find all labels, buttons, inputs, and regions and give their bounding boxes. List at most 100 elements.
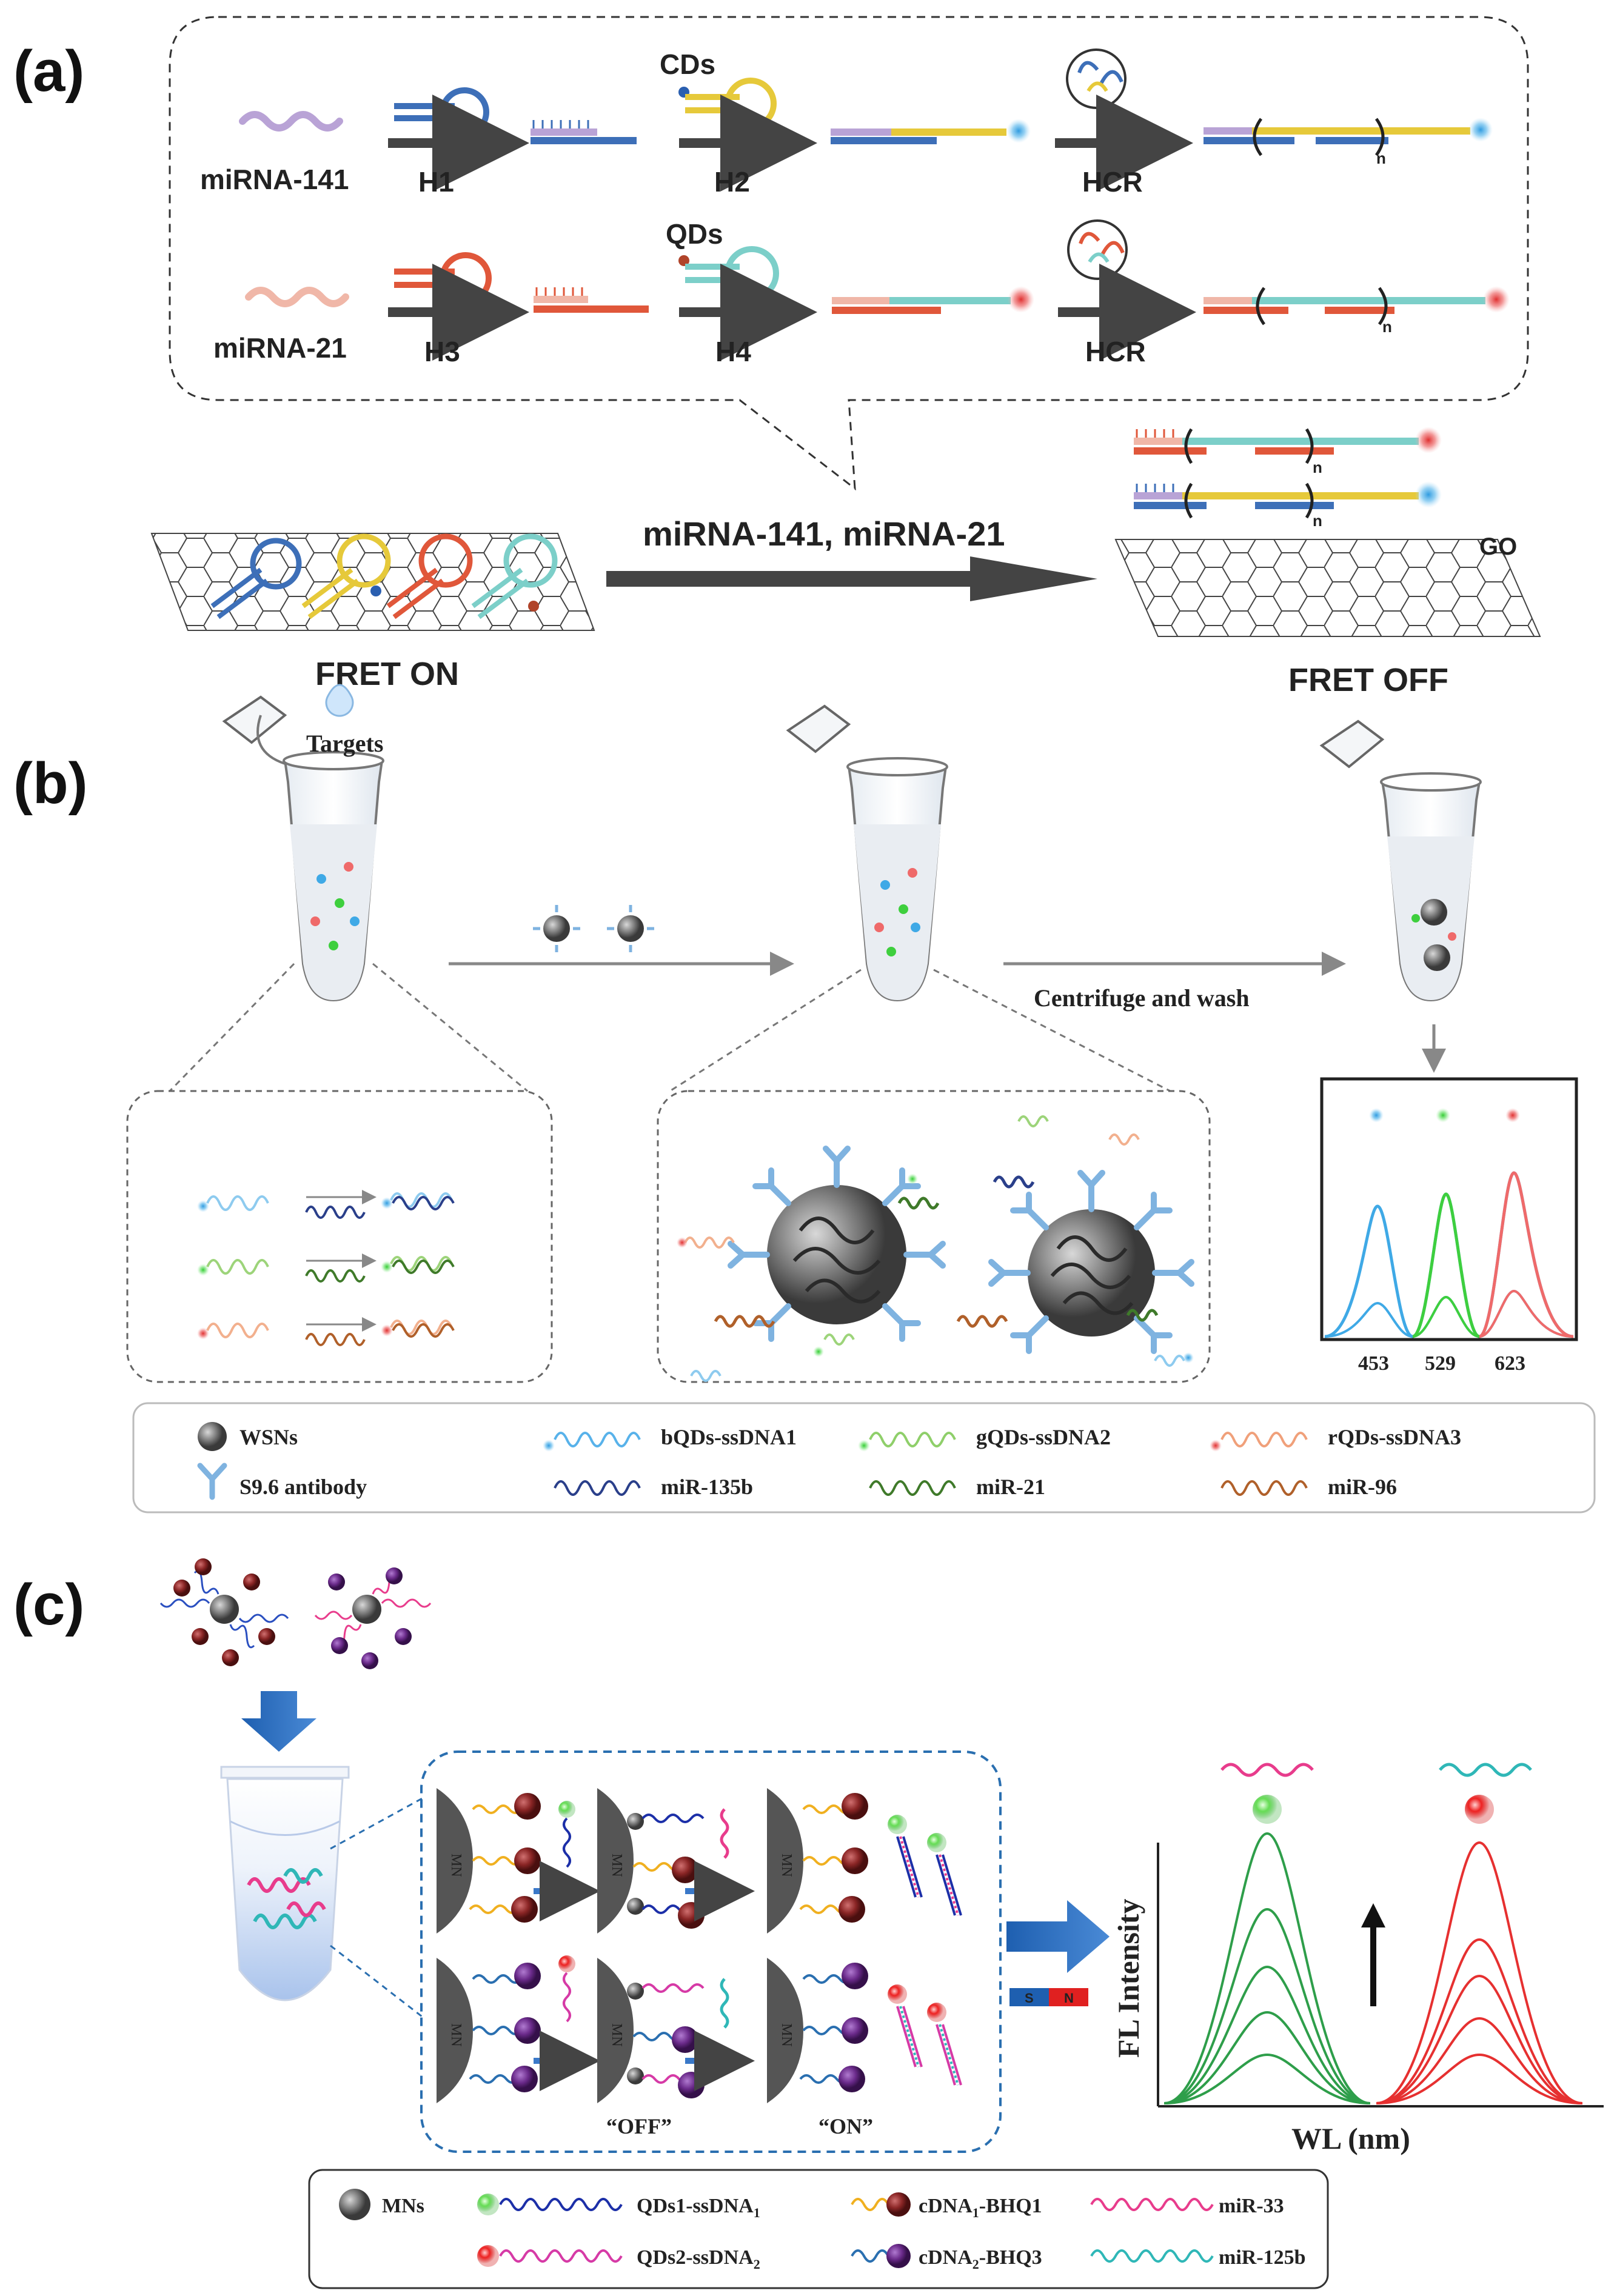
hcr-product-21 xyxy=(1204,286,1510,325)
hairpin-h1 xyxy=(394,87,490,137)
duplex-141-h1 xyxy=(531,120,637,144)
mn-row-2: MN MN xyxy=(437,1955,962,2103)
svg-text:miR-21: miR-21 xyxy=(976,1475,1045,1499)
zoom-lines-1 xyxy=(169,963,528,1092)
mn-probes-cluster xyxy=(159,1558,432,1669)
green-curves xyxy=(1163,1832,1371,2104)
mirna-21-strand xyxy=(245,287,349,307)
svg-text:miR-33: miR-33 xyxy=(1219,2195,1284,2217)
hcr-cycle-1 xyxy=(1066,48,1127,109)
legend-b-item-wsns: WSNs xyxy=(198,1422,298,1451)
zoom-lines-c xyxy=(330,1796,425,2020)
duplex-141-h2 xyxy=(831,119,1031,144)
off-label: “OFF” xyxy=(606,2114,672,2138)
hairpin-h4 xyxy=(685,246,780,301)
svg-text:rQDs-ssDNA3: rQDs-ssDNA3 xyxy=(1328,1425,1461,1449)
legend-c-item-mns: MNs xyxy=(339,2189,424,2220)
mirna-141-label: miRNA-141 xyxy=(200,164,349,195)
magnet-n: N xyxy=(1064,1991,1074,2006)
mirna-141-strand xyxy=(239,111,343,132)
svg-text:MN: MN xyxy=(609,2023,624,2047)
spectrum-box xyxy=(1320,1077,1578,1341)
legend-b-item-mir135b: miR-135b xyxy=(554,1475,753,1499)
fl-intensity-label: FL Intensity xyxy=(1111,1898,1145,2058)
go-label: GO xyxy=(1479,533,1517,560)
svg-text:MN: MN xyxy=(778,2023,794,2047)
hcr-n-2: n xyxy=(1382,318,1392,336)
hcr-product-141 xyxy=(1204,118,1493,156)
reaction-bubble xyxy=(169,16,1529,491)
tube-c xyxy=(220,1766,350,2001)
legend-b-item-rqds: rQDs-ssDNA3 xyxy=(1210,1425,1461,1452)
panel-a: (a) miRNA-141 H1 CDs H2 xyxy=(13,16,1541,698)
panel-c-label: (c) xyxy=(13,1572,84,1637)
svg-text:MN: MN xyxy=(609,1854,624,1877)
svg-text:MN: MN xyxy=(448,1854,464,1877)
svg-text:cDNA2-BHQ3: cDNA2-BHQ3 xyxy=(919,2246,1042,2272)
fl-spectrum-chart xyxy=(1157,1763,1604,2107)
tube-1 xyxy=(222,695,384,1002)
panel-a-label: (a) xyxy=(13,39,84,104)
svg-text:miR-96: miR-96 xyxy=(1328,1475,1397,1499)
legend-c-item-cdna1: cDNA1-BHQ1 xyxy=(851,2192,1042,2220)
legend-b-item-mir96: miR-96 xyxy=(1220,1475,1397,1499)
probes-on-graphene xyxy=(210,533,558,619)
panel-b: (b) Targets xyxy=(13,684,1596,1513)
svg-text:gQDs-ssDNA2: gQDs-ssDNA2 xyxy=(976,1425,1111,1449)
red-curves xyxy=(1376,1841,1583,2104)
graphene-fret-off xyxy=(1114,539,1541,637)
legend-c-item-qds2: QDs2-ssDNA2 xyxy=(477,2245,760,2272)
released-n-2: n xyxy=(1313,512,1322,530)
qd-dot xyxy=(678,255,689,266)
legend-c-item-cdna2: cDNA2-BHQ3 xyxy=(851,2244,1042,2272)
mir33-icon xyxy=(1220,1763,1314,1777)
svg-text:miR-125b: miR-125b xyxy=(1219,2246,1306,2269)
target-droplet xyxy=(325,684,354,717)
magnet-s: S xyxy=(1025,1991,1034,2006)
svg-text:S9.6 antibody: S9.6 antibody xyxy=(239,1475,367,1499)
wl-label: WL (nm) xyxy=(1291,2121,1410,2155)
tube-3 xyxy=(1319,719,1482,1002)
svg-text:QDs1-ssDNA1: QDs1-ssDNA1 xyxy=(637,2195,760,2220)
cds-label: CDs xyxy=(660,48,715,80)
legend-c-item-mir125b: miR-125b xyxy=(1090,2246,1306,2269)
hcr-label-1: HCR xyxy=(1082,166,1143,198)
svg-text:MN: MN xyxy=(448,2023,464,2047)
h3-label: H3 xyxy=(424,336,460,367)
qds-label: QDs xyxy=(666,218,723,250)
mn-process-box: MN MN xyxy=(420,1750,1002,2153)
legend-b: WSNs bQDs-ssDNA1 gQDs-ssDNA2 rQDs-ssDNA3… xyxy=(132,1402,1596,1513)
spectrum-tick-623: 623 xyxy=(1495,1352,1525,1375)
centrifuge-label: Centrifuge and wash xyxy=(1034,984,1250,1012)
released-products xyxy=(1134,427,1442,519)
hcr-n-1: n xyxy=(1376,149,1386,167)
zoom-lines-2 xyxy=(669,969,1171,1092)
mir125b-icon xyxy=(1439,1763,1532,1777)
zoom-box-hybridization xyxy=(126,1090,553,1383)
hcr-cycle-2 xyxy=(1067,219,1128,280)
big-arrow xyxy=(606,556,1097,601)
big-arrow-label: miRNA-141, miRNA-21 xyxy=(643,515,1005,553)
graphene-fret-on xyxy=(150,533,595,631)
zoom-box-capture xyxy=(657,1090,1211,1383)
tube-2 xyxy=(786,704,948,1002)
panel-c: (c) xyxy=(13,1558,1604,2289)
svg-text:cDNA1-BHQ1: cDNA1-BHQ1 xyxy=(919,2195,1042,2220)
h1-label: H1 xyxy=(418,166,454,198)
svg-text:bQDs-ssDNA1: bQDs-ssDNA1 xyxy=(661,1425,797,1449)
svg-text:MN: MN xyxy=(778,1854,794,1877)
legend-b-item-mir21: miR-21 xyxy=(869,1475,1045,1499)
hcr-label-2: HCR xyxy=(1085,336,1146,367)
hairpin-h3 xyxy=(394,252,492,304)
fret-off-label: FRET OFF xyxy=(1288,662,1448,698)
add-to-tube-arrow xyxy=(241,1691,316,1752)
mn-row-1: MN MN xyxy=(437,1788,962,1934)
legend-b-item-bqds: bQDs-ssDNA1 xyxy=(543,1425,797,1452)
h2-label: H2 xyxy=(714,166,750,198)
spectrum-tick-529: 529 xyxy=(1425,1352,1456,1375)
legend-c: MNs QDs1-ssDNA1 cDNA1-BHQ1 miR-33 QDs2-s… xyxy=(308,2169,1329,2289)
duplex-21-h4 xyxy=(832,286,1034,314)
magnet: S N xyxy=(1009,1988,1088,2006)
svg-text:QDs2-ssDNA2: QDs2-ssDNA2 xyxy=(637,2246,760,2272)
wsn-pair xyxy=(533,905,654,952)
